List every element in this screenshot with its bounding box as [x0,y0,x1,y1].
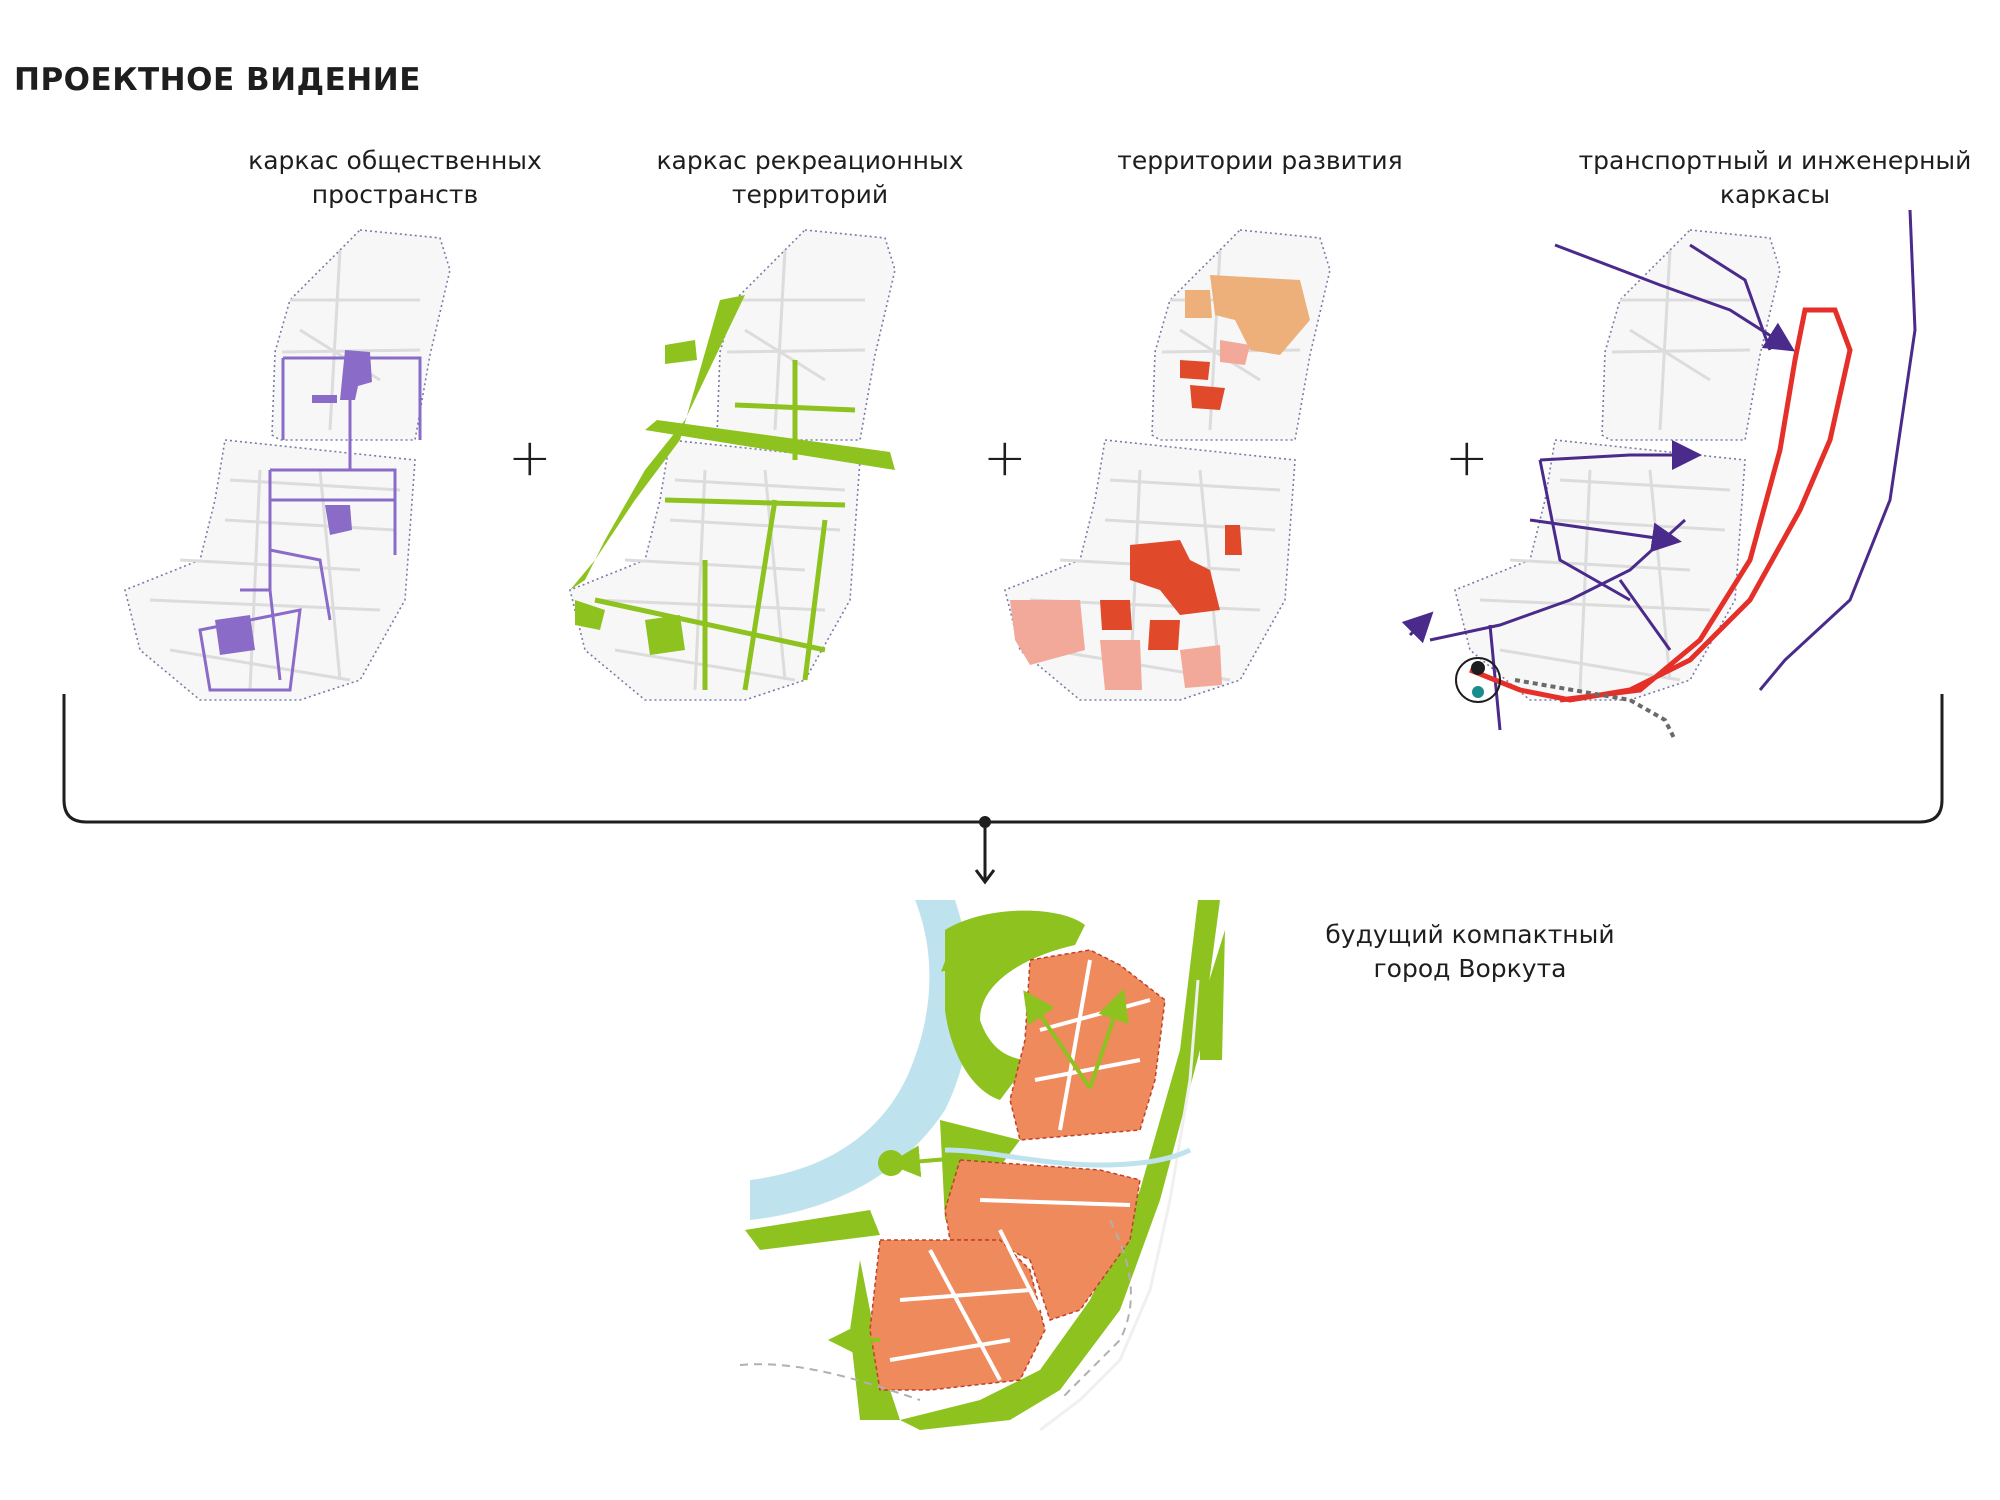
river [750,900,972,1220]
label-recreation: каркас рекреационных территорий [656,146,964,209]
urban-blocks [869,949,1166,1391]
page-title: ПРОЕКТНОЕ ВИДЕНИЕ [14,62,421,98]
green-corridors [828,938,1129,1356]
railway [1039,979,1200,1432]
result-map [739,900,1225,1432]
merge-bracket [62,694,1944,824]
label-result: будущий компактный город Воркута [1325,920,1615,983]
transport-main-route [1469,307,1853,703]
panel-public-spaces [123,228,452,702]
panel-transport [1401,209,1917,741]
label-development: территории развития [1117,146,1403,175]
development-secondary [1010,340,1250,690]
road-dashed [739,1219,1132,1401]
label-public-spaces: каркас общественных пространств [248,146,542,209]
development-tertiary [1185,275,1310,355]
transport-secondary-network [1401,209,1917,731]
plus-sign-3: + [1445,428,1489,488]
recreation-greenery [570,295,895,655]
plus-sign-1: + [508,428,552,488]
recreation-corridors [594,360,856,691]
plus-sign-2: + [983,428,1027,488]
railway-line [1514,678,1677,741]
public-spaces-blocks [215,350,372,655]
panel-recreation [568,228,897,702]
public-spaces-network [198,356,422,692]
panel-development [1003,228,1332,702]
stream [944,1147,1192,1168]
internal-streets [889,959,1151,1381]
merge-arrow [974,822,996,885]
transport-hub [1455,657,1501,703]
development-priority [1100,360,1242,650]
label-transport: транспортный и инженерный каркасы [1578,146,1972,209]
